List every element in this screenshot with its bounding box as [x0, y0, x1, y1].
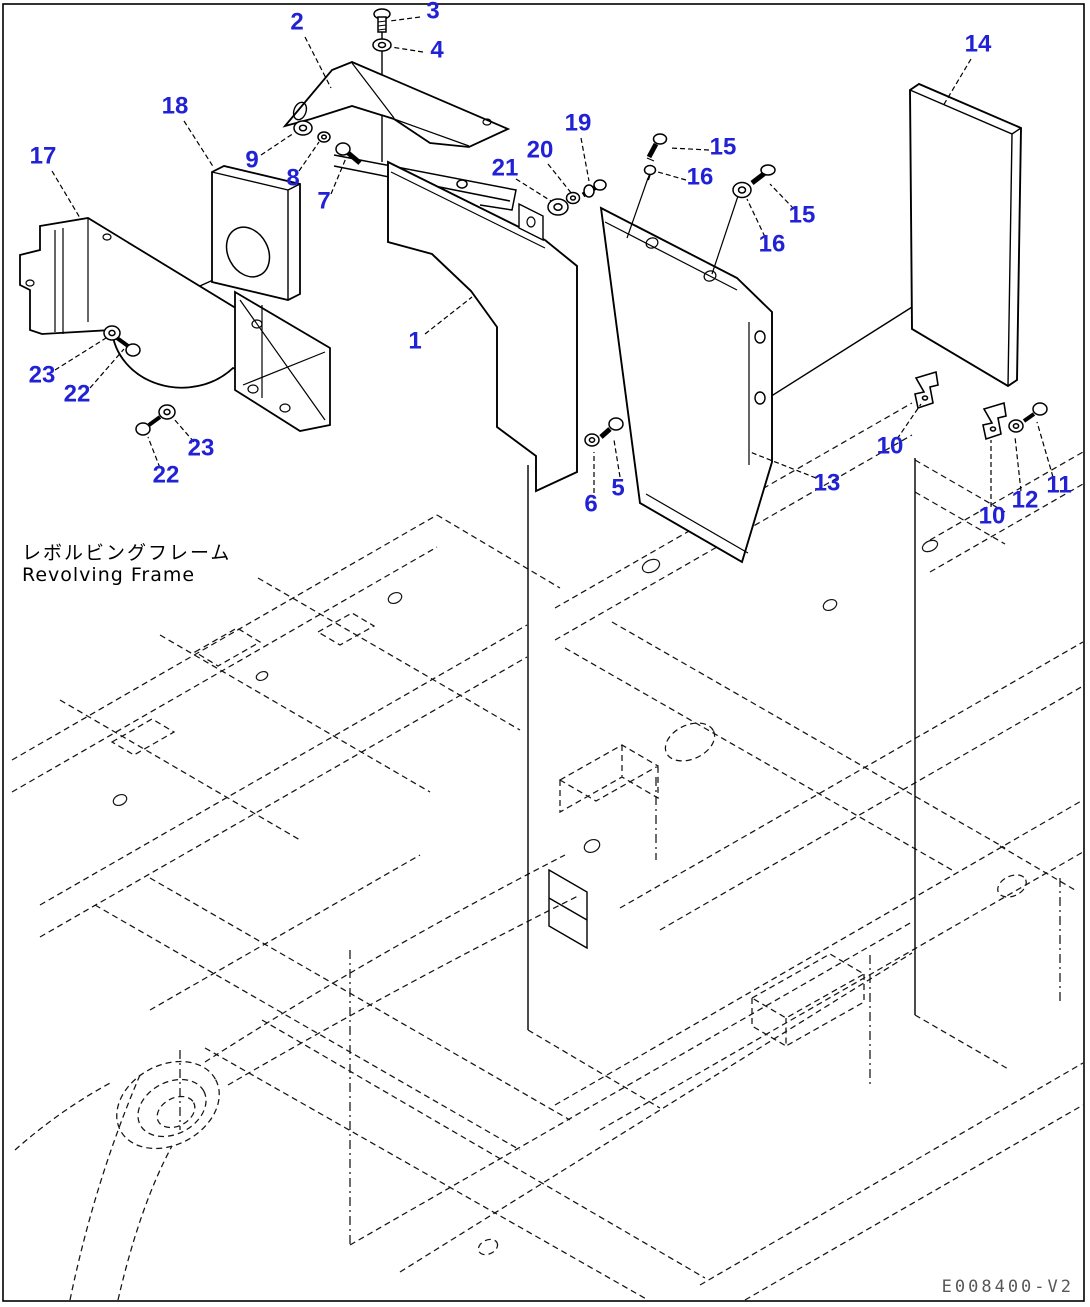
bolt-15b-icon — [750, 164, 776, 185]
bolt-16b-line — [711, 195, 739, 275]
callout-3: 3 — [426, 0, 440, 25]
callout-8: 8 — [286, 164, 300, 192]
callout-1: 1 — [408, 327, 422, 355]
callout-20: 20 — [526, 136, 554, 164]
part-1-panel — [387, 160, 578, 493]
part-13-panel — [599, 206, 773, 564]
callout-14: 14 — [964, 30, 992, 58]
washer-16b-icon — [732, 181, 752, 199]
washer-23a-icon — [103, 325, 121, 341]
bolt-11-icon — [1022, 402, 1048, 423]
washer-9-icon — [293, 120, 313, 136]
leader-line-5 — [613, 439, 621, 478]
leader-line-2 — [304, 36, 332, 89]
callout-4: 4 — [430, 36, 444, 64]
clip-10b-icon — [982, 401, 1007, 441]
callout-11: 11 — [1046, 471, 1072, 499]
leader-line-11 — [1036, 421, 1054, 478]
bolt-16a-icon — [643, 164, 657, 181]
leader-line-23 — [54, 337, 107, 371]
washer-21-icon — [547, 198, 569, 216]
bolt-15a-icon — [646, 133, 668, 162]
leader-line-1 — [424, 296, 473, 335]
revolving-frame-line-art — [11, 402, 1084, 1301]
callout-22: 22 — [63, 380, 91, 408]
leader-line-10 — [896, 403, 922, 440]
callout-15: 15 — [709, 133, 737, 161]
part-17-cover — [19, 217, 331, 432]
title-block: レボルビングフレーム Revolving Frame — [22, 542, 232, 587]
leader-line-14 — [942, 58, 972, 107]
washer-23b-icon — [158, 404, 176, 420]
callout-16: 16 — [758, 230, 786, 258]
leader-line-16 — [657, 171, 687, 181]
leader-line-13 — [749, 451, 817, 479]
title-english: Revolving Frame — [22, 563, 196, 586]
callout-21: 21 — [491, 154, 519, 182]
callout-10: 10 — [978, 502, 1006, 530]
washer-20-icon — [565, 191, 581, 205]
leader-line-19 — [580, 137, 590, 182]
callout-13: 13 — [813, 469, 841, 497]
callout-19: 19 — [564, 109, 592, 137]
callout-12: 12 — [1011, 486, 1039, 514]
leader-line-15 — [669, 147, 710, 151]
callout-18: 18 — [161, 92, 189, 120]
callout-7: 7 — [317, 187, 331, 215]
bolt-7-icon — [335, 142, 362, 165]
bolt-3-icon — [373, 8, 391, 33]
bolt-22b-icon — [135, 415, 162, 436]
callout-16: 16 — [686, 163, 714, 191]
leader-line-22 — [147, 436, 161, 469]
washer-6-icon — [584, 433, 600, 447]
bolt-22a-icon — [115, 336, 141, 357]
clip-10a-icon — [914, 370, 939, 410]
washer-12-icon — [1008, 419, 1024, 433]
leader-line-21 — [515, 178, 552, 202]
part-2-bracket — [282, 61, 511, 148]
nut-8-icon — [317, 131, 331, 143]
leader-line-23 — [173, 418, 195, 443]
title-japanese: レボルビングフレーム — [22, 542, 232, 564]
bolt-19-icon — [581, 179, 607, 198]
leader-line-16 — [746, 198, 766, 238]
leader-line-20 — [547, 163, 573, 195]
callout-5: 5 — [611, 474, 625, 502]
leader-line-12 — [1014, 436, 1022, 492]
callout-17: 17 — [29, 142, 57, 170]
drawing-number: E008400-V2 — [941, 1277, 1074, 1297]
callout-23: 23 — [187, 434, 215, 462]
callout-9: 9 — [245, 146, 259, 174]
leader-lines — [51, 16, 1054, 507]
leader-line-7 — [330, 157, 347, 195]
part-18-pad — [211, 165, 301, 301]
leader-line-22 — [89, 348, 125, 389]
leader-line-3 — [389, 16, 421, 22]
callout-2: 2 — [290, 8, 304, 36]
leader-line-8 — [298, 141, 320, 172]
callout-23: 23 — [28, 361, 56, 389]
washer-4-icon — [372, 38, 392, 52]
leader-line-4 — [390, 46, 424, 53]
frame-holes — [112, 539, 939, 854]
hardware — [103, 8, 1048, 447]
leader-line-15 — [769, 183, 795, 210]
page-border — [2, 3, 1085, 1302]
callout-10: 10 — [876, 432, 904, 460]
leader-line-9 — [260, 132, 295, 156]
callout-15: 15 — [788, 201, 816, 229]
callout-22: 22 — [152, 461, 180, 489]
bolt-5-icon — [599, 417, 624, 439]
callout-6: 6 — [584, 490, 598, 518]
leader-line-17 — [51, 170, 81, 219]
part-14-pad — [909, 82, 1022, 388]
leader-line-18 — [183, 120, 215, 169]
bolt-16a-line — [626, 177, 649, 239]
